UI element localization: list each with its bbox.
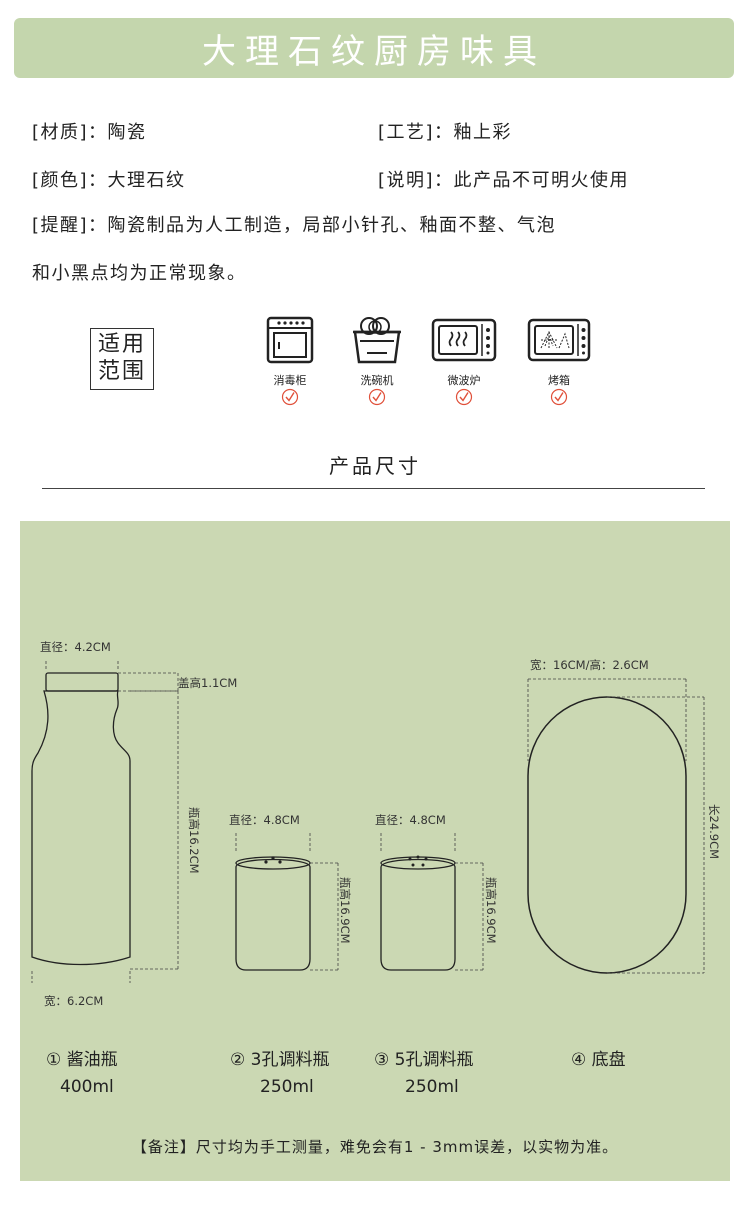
shaker-5-diameter: 直径：4.8CM [375, 813, 446, 827]
microwave-icon [431, 318, 497, 362]
appliance-label: 烤箱 [548, 374, 570, 387]
appliance-label: 消毒柜 [273, 374, 307, 387]
appliance-sterilizer: 消毒柜 [254, 316, 326, 406]
spec-usage: [说明]：此产品不可明火使用 [378, 170, 630, 191]
applicable-label-line2: 范围 [97, 359, 146, 384]
soy-bottle-height: 瓶高16.2CM [187, 807, 201, 874]
product-name-tray: ④ 底盘 [571, 1050, 626, 1070]
appliance-label: 微波炉 [447, 374, 481, 387]
appliance-label: 洗碗机 [360, 374, 394, 387]
product-volume-soy-bottle: 400ml [60, 1077, 114, 1097]
soy-bottle-outline [31, 672, 131, 966]
shaker-5-outline [380, 856, 456, 971]
soy-bottle-width: 宽：6.2CM [44, 994, 103, 1008]
check-icon [550, 388, 568, 406]
shaker-3-height: 瓶高16.9CM [338, 877, 352, 944]
spec-reminder-line2: 和小黑点均为正常现象。 [32, 263, 247, 284]
tray-size: 宽：16CM/高：2.6CM [530, 658, 649, 672]
tray-dim-lines [527, 678, 705, 974]
shaker-3-dim-lines [235, 831, 339, 971]
appliance-microwave: 微波炉 [428, 316, 500, 406]
section-divider [42, 488, 705, 489]
spec-process: [工艺]：釉上彩 [378, 122, 513, 143]
shaker-3-diameter: 直径：4.8CM [229, 813, 300, 827]
applicable-label-line1: 适用 [97, 332, 146, 357]
section-title-size: 产品尺寸 [329, 454, 421, 478]
shaker-3-holes [264, 856, 282, 864]
product-volume-shaker-5: 250ml [405, 1077, 459, 1097]
shaker-5-dim-lines [380, 831, 484, 971]
soy-bottle-diameter: 直径：4.2CM [40, 640, 111, 654]
page-title: 大理石纹厨房味具 [202, 31, 546, 72]
spec-material: [材质]：陶瓷 [32, 122, 147, 143]
appliance-dishwasher: 洗碗机 [341, 316, 413, 406]
product-name-shaker-3: ② 3孔调料瓶 [230, 1050, 330, 1070]
dimension-drawing: 直径：4.2CM 盖高1.1CM 瓶高16.2CM 宽：6.2CM 直径：4.8… [31, 640, 721, 1008]
dishwasher-icon [353, 317, 401, 364]
check-icon [455, 388, 473, 406]
shaker-5-height: 瓶高16.9CM [484, 877, 498, 944]
oven-icon [527, 318, 591, 362]
check-icon [368, 388, 386, 406]
soy-bottle-dim-lines [31, 661, 179, 983]
tray-length: 长24.9CM [707, 804, 721, 859]
spec-reminder-line1: [提醒]：陶瓷制品为人工制造，局部小针孔、釉面不整、气泡 [32, 215, 557, 236]
check-icon [281, 388, 299, 406]
tray-outline [527, 696, 687, 974]
measurement-note: 【备注】尺寸均为手工测量，难免会有1 - 3mm误差，以实物为准。 [131, 1138, 619, 1156]
product-volume-shaker-3: 250ml [260, 1077, 314, 1097]
sterilizer-icon [266, 316, 314, 364]
spec-color: [颜色]：大理石纹 [32, 170, 186, 191]
soy-bottle-lid-height: 盖高1.1CM [178, 676, 237, 690]
product-name-shaker-5: ③ 5孔调料瓶 [374, 1050, 474, 1070]
shaker-5-holes [408, 855, 428, 867]
size-panel: 直径：4.2CM 盖高1.1CM 瓶高16.2CM 宽：6.2CM 直径：4.8… [20, 521, 730, 1181]
shaker-3-outline [235, 856, 311, 971]
applicable-range-label: 适用 范围 [90, 328, 154, 390]
appliance-oven: 烤箱 [523, 316, 595, 406]
product-name-soy-bottle: ① 酱油瓶 [46, 1050, 118, 1070]
title-banner: 大理石纹厨房味具 [14, 18, 734, 78]
